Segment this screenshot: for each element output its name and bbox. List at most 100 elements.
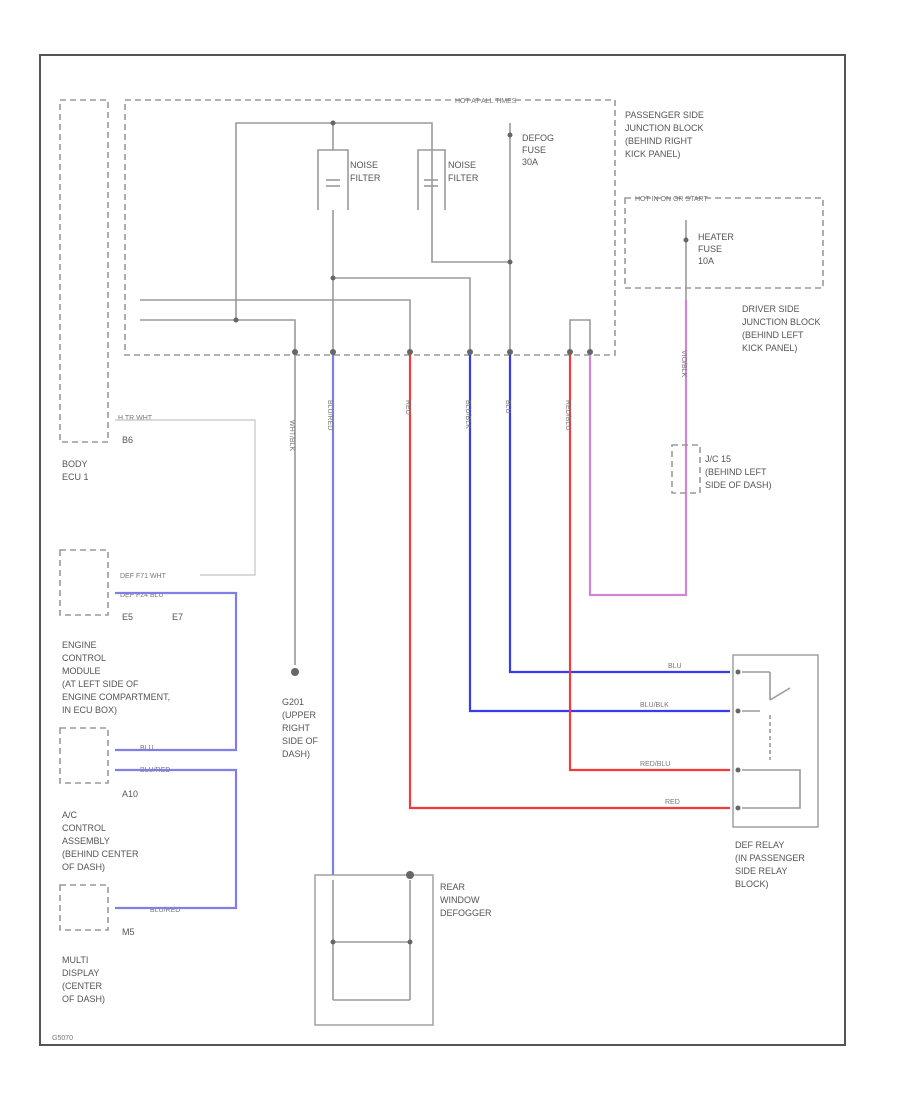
svg-text:(BEHIND LEFT: (BEHIND LEFT	[705, 467, 767, 477]
def-relay-box	[732, 654, 819, 828]
svg-text:BLU/BLK: BLU/BLK	[640, 702, 669, 709]
svg-text:A/C: A/C	[62, 810, 78, 820]
svg-text:E5: E5	[122, 612, 133, 622]
svg-text:(BEHIND CENTER: (BEHIND CENTER	[62, 849, 139, 859]
rear-window-defogger: REAR WINDOW DEFOGGER	[330, 871, 492, 1001]
svg-text:A10: A10	[122, 789, 138, 799]
svg-text:HEATER: HEATER	[698, 232, 734, 242]
svg-text:ENGINE: ENGINE	[62, 640, 97, 650]
wht-wire-body-ecm	[115, 419, 256, 576]
svg-text:REAR: REAR	[440, 882, 466, 892]
svg-text:SIDE OF DASH): SIDE OF DASH)	[705, 480, 772, 490]
svg-text:E7: E7	[172, 612, 183, 622]
svg-text:SIDE RELAY: SIDE RELAY	[735, 866, 787, 876]
diagram-frame	[39, 54, 846, 1046]
multi-display-box	[59, 884, 109, 931]
svg-text:(BEHIND LEFT: (BEHIND LEFT	[742, 330, 804, 340]
def-relay-label: DEF RELAY (IN PASSENGER SIDE RELAY BLOCK…	[735, 840, 805, 889]
splice-dot	[330, 120, 336, 126]
svg-text:DEF RELAY: DEF RELAY	[735, 840, 784, 850]
blu-wire-ecm-ac	[115, 591, 238, 752]
internal-wire-6	[140, 299, 411, 352]
svg-text:DEFOGGER: DEFOGGER	[440, 908, 492, 918]
defog-fuse: DEFOG FUSE 30A	[507, 132, 554, 167]
svg-text:JUNCTION BLOCK: JUNCTION BLOCK	[742, 317, 821, 327]
svg-text:RED/BLU: RED/BLU	[640, 761, 670, 768]
svg-text:FUSE: FUSE	[522, 145, 546, 155]
svg-text:B6: B6	[122, 435, 133, 445]
splice-dot	[330, 275, 336, 281]
blu-wire-relay	[508, 352, 730, 674]
splice-dot	[233, 317, 239, 323]
svg-text:DEF F24 BLU: DEF F24 BLU	[120, 592, 164, 599]
jc-connector-box	[671, 444, 701, 494]
svg-text:OF DASH): OF DASH)	[62, 994, 105, 1004]
svg-text:BLOCK): BLOCK)	[735, 879, 769, 889]
connector-ticks	[292, 349, 593, 355]
passenger-junction-block	[124, 99, 616, 356]
red-wire-relay	[408, 352, 730, 810]
svg-text:MULTI: MULTI	[62, 955, 88, 965]
internal-wire-1	[235, 122, 510, 320]
svg-text:30A: 30A	[522, 157, 538, 167]
noise-filter-1: NOISE FILTER	[317, 149, 381, 210]
noise-filter-2: NOISE FILTER	[417, 149, 479, 210]
body-ecu-box	[59, 99, 109, 443]
driver-junction-label: DRIVER SIDE JUNCTION BLOCK (BEHIND LEFT …	[742, 304, 821, 353]
red-wire-color: RED	[404, 400, 411, 415]
blu-red-wire-ac-multi	[115, 768, 238, 910]
svg-text:BLU/RED: BLU/RED	[150, 907, 180, 914]
svg-text:(BEHIND RIGHT: (BEHIND RIGHT	[625, 136, 693, 146]
internal-wire-8	[569, 319, 591, 352]
ecm-box	[59, 549, 109, 616]
svg-text:H TR WHT: H TR WHT	[118, 415, 153, 422]
blu-blk-wire-color: BLU/BLK	[464, 400, 471, 429]
heater-fuse: HEATER FUSE 10A	[683, 220, 734, 300]
vio-wire-color: VIO/BLK	[680, 350, 687, 378]
svg-text:KICK PANEL): KICK PANEL)	[742, 343, 797, 353]
svg-text:J/C 15: J/C 15	[705, 454, 731, 464]
passenger-junction-header: HOT AT ALL TIMES	[455, 98, 517, 105]
svg-text:CONTROL: CONTROL	[62, 653, 106, 663]
svg-text:NOISE: NOISE	[350, 160, 378, 170]
ac-control-box	[59, 727, 109, 784]
passenger-junction-label: PASSENGER SIDE JUNCTION BLOCK (BEHIND RI…	[625, 110, 704, 159]
driver-junction-header: HOT IN ON OR START	[635, 196, 708, 203]
internal-wire-4	[333, 277, 471, 352]
svg-text:OF DASH): OF DASH)	[62, 862, 105, 872]
svg-text:RIGHT: RIGHT	[282, 723, 311, 733]
multi-display: BLU/RED M5 MULTI DISPLAY (CENTER OF DASH…	[62, 907, 180, 1004]
svg-text:NOISE: NOISE	[448, 160, 476, 170]
svg-text:(CENTER: (CENTER	[62, 981, 102, 991]
svg-text:JUNCTION BLOCK: JUNCTION BLOCK	[625, 123, 704, 133]
defogger-wire-color: BLU/RED	[326, 400, 333, 430]
svg-text:ECU 1: ECU 1	[62, 472, 89, 482]
red-blu-wire-color: RED/BLU	[564, 400, 571, 430]
svg-text:(UPPER: (UPPER	[282, 710, 317, 720]
red-blu-wire-relay	[568, 352, 730, 772]
svg-text:WINDOW: WINDOW	[440, 895, 480, 905]
figure-id: G5070	[52, 1035, 73, 1042]
ac-control: BLU BLU/RED A10 A/C CONTROL ASSEMBLY (BE…	[62, 745, 170, 872]
body-ecu: H TR WHT B6 BODY ECU 1	[62, 415, 153, 482]
svg-text:KICK PANEL): KICK PANEL)	[625, 149, 680, 159]
svg-text:ENGINE COMPARTMENT,: ENGINE COMPARTMENT,	[62, 692, 170, 702]
ecm: DEF F71 WHT DEF F24 BLU E5 E7 ENGINE CON…	[62, 573, 183, 715]
jc-connector: J/C 15 (BEHIND LEFT SIDE OF DASH)	[705, 454, 772, 490]
svg-text:M5: M5	[122, 927, 135, 937]
def-relay-internals	[735, 669, 801, 811]
ground-g201: G201 (UPPER RIGHT SIDE OF DASH)	[282, 697, 319, 759]
svg-text:IN ECU BOX): IN ECU BOX)	[62, 705, 117, 715]
vio-wire-heater	[588, 300, 688, 597]
svg-text:ASSEMBLY: ASSEMBLY	[62, 836, 110, 846]
ground-point	[291, 668, 299, 676]
svg-text:(AT LEFT SIDE OF: (AT LEFT SIDE OF	[62, 679, 139, 689]
svg-text:G201: G201	[282, 697, 304, 707]
driver-junction-block	[624, 197, 824, 289]
svg-text:(IN PASSENGER: (IN PASSENGER	[735, 853, 805, 863]
svg-text:DASH): DASH)	[282, 749, 310, 759]
svg-text:FUSE: FUSE	[698, 244, 722, 254]
svg-text:10A: 10A	[698, 256, 714, 266]
svg-text:PASSENGER SIDE: PASSENGER SIDE	[625, 110, 704, 120]
svg-text:CONTROL: CONTROL	[62, 823, 106, 833]
